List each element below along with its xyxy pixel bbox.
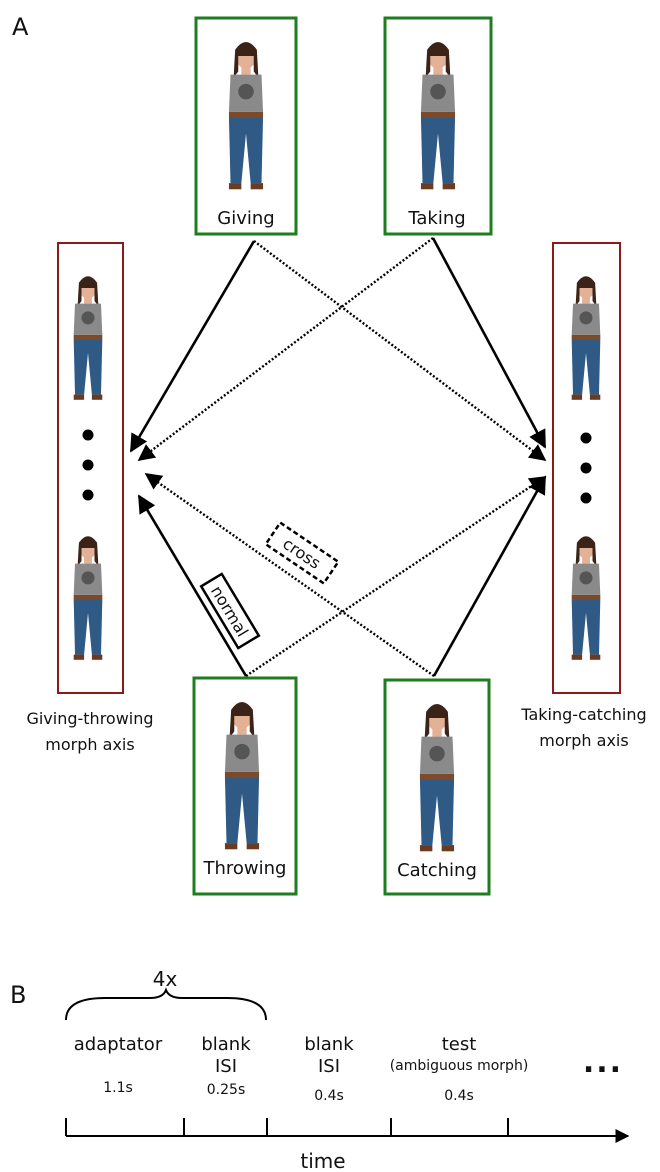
cross-tag: cross xyxy=(263,520,341,586)
box-left-morph-axis xyxy=(57,242,124,694)
left-ellipsis-dot-3 xyxy=(82,489,94,501)
step-test-label: test xyxy=(442,1034,477,1055)
timeline-continuation: ... xyxy=(583,1045,623,1080)
arrow-throwing-to-right-dashed xyxy=(245,476,547,677)
right-axis-label-line1: Taking-catching xyxy=(520,705,646,724)
box-catching: Catching xyxy=(383,678,491,896)
timeline-axis xyxy=(65,1118,630,1143)
step-blank-1-duration: 0.25s xyxy=(207,1082,245,1098)
normal-tag: normal xyxy=(199,572,261,650)
right-ellipsis-dot-1 xyxy=(580,432,592,444)
step-adaptator-label: adaptator xyxy=(74,1034,163,1055)
throwing-label: Throwing xyxy=(203,858,287,879)
step-blank-1-isi: ISI xyxy=(215,1056,237,1077)
left-ellipsis-dot-1 xyxy=(82,429,94,441)
left-axis-label-line2: morph axis xyxy=(45,735,134,754)
right-ellipsis-dot-2 xyxy=(580,462,592,474)
step-test-subtitle: (ambiguous morph) xyxy=(390,1058,529,1074)
taking-label: Taking xyxy=(407,208,465,229)
step-adaptator-duration: 1.1s xyxy=(103,1080,133,1096)
step-blank-2-isi: ISI xyxy=(318,1056,340,1077)
right-axis-label-line2: morph axis xyxy=(539,731,628,750)
arrow-giving-to-right-dashed xyxy=(253,240,547,462)
arrow-taking-to-right xyxy=(431,237,547,449)
giving-label: Giving xyxy=(217,208,274,229)
catching-label: Catching xyxy=(397,860,477,881)
arrow-catching-to-left-dashed xyxy=(144,473,435,677)
step-blank-1-label: blank xyxy=(201,1034,251,1055)
repeat-brace xyxy=(65,987,267,1021)
repeat-count: 4x xyxy=(153,967,178,991)
step-blank-2-duration: 0.4s xyxy=(314,1088,344,1104)
right-ellipsis-dot-3 xyxy=(580,492,592,504)
box-right-morph-axis xyxy=(552,242,621,694)
box-taking: Taking xyxy=(383,16,493,236)
step-test-duration: 0.4s xyxy=(444,1088,474,1104)
left-ellipsis-dot-2 xyxy=(82,459,94,471)
box-giving: Giving xyxy=(194,16,298,236)
panel-label-b: B xyxy=(10,981,26,1009)
panel-label-a: A xyxy=(12,13,29,41)
timeline-axis-label: time xyxy=(300,1149,345,1172)
arrow-taking-to-left-dashed xyxy=(137,237,434,462)
arrow-catching-to-right xyxy=(432,475,547,677)
arrow-giving-to-left xyxy=(129,240,256,453)
box-throwing: Throwing xyxy=(192,676,298,896)
step-blank-2-label: blank xyxy=(304,1034,354,1055)
left-axis-label-line1: Giving-throwing xyxy=(26,709,153,728)
arrows xyxy=(129,237,547,677)
arrow-throwing-to-left xyxy=(137,494,248,677)
